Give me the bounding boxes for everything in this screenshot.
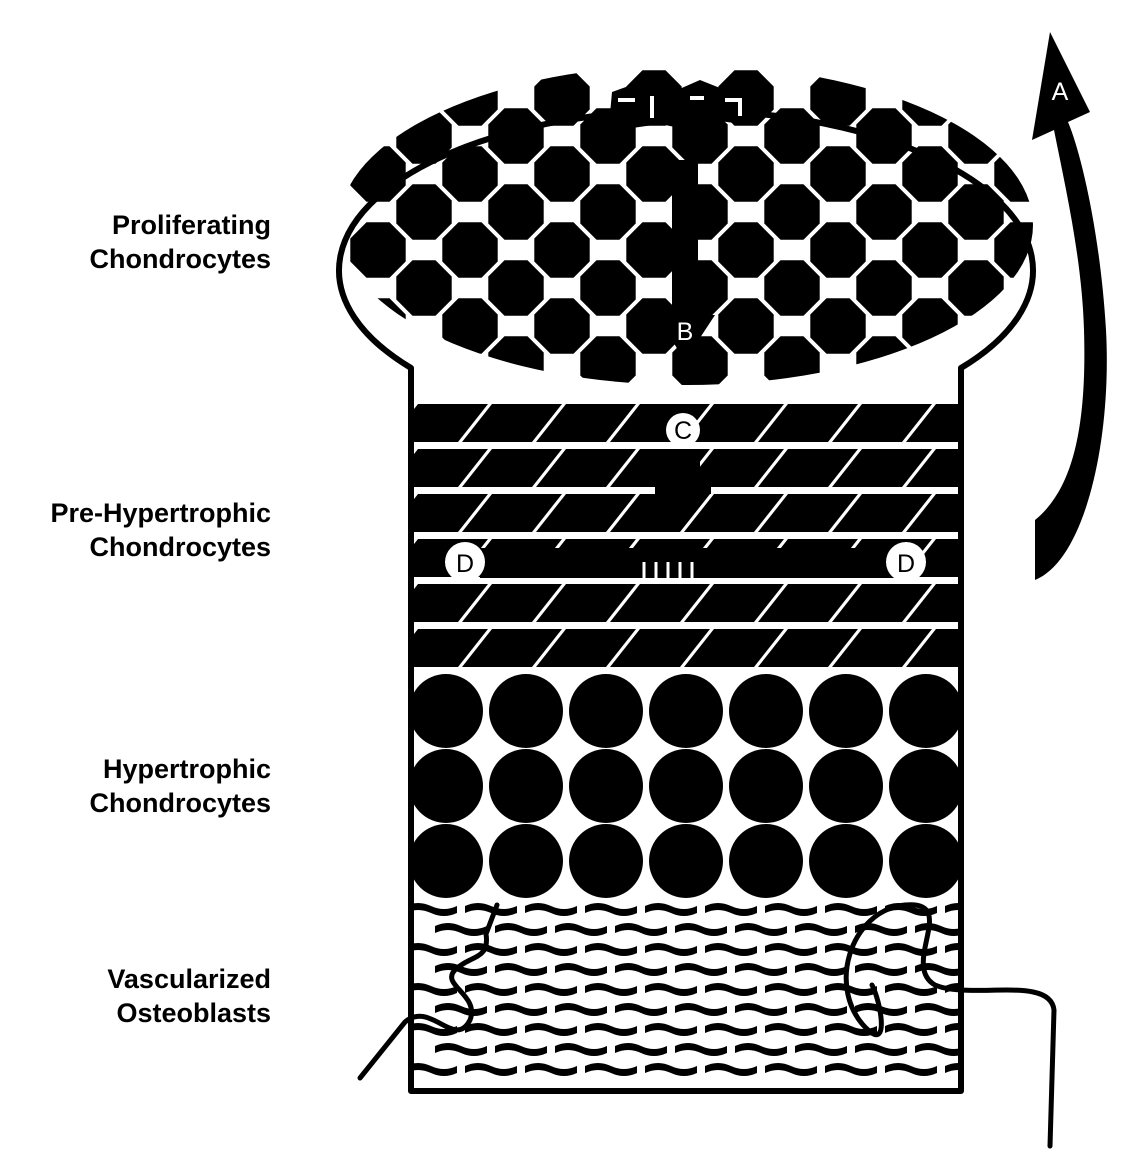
hypertrophic-cell xyxy=(889,824,963,898)
proliferating-cell xyxy=(902,70,957,125)
proliferating-cell xyxy=(534,298,589,353)
signal-band-icon xyxy=(480,548,900,578)
proliferating-cell xyxy=(350,146,405,201)
proliferating-cell xyxy=(856,260,911,315)
hypertrophic-cells xyxy=(409,674,963,898)
proliferating-cell xyxy=(718,146,773,201)
hypertrophic-cell xyxy=(649,824,723,898)
proliferating-cell xyxy=(810,70,865,125)
marker-d-left: D xyxy=(456,550,474,578)
proliferating-cell xyxy=(948,184,1003,239)
hypertrophic-cell xyxy=(809,674,883,748)
receptor-bar-icon xyxy=(655,480,711,494)
osteoblast-cell xyxy=(975,1003,1027,1016)
osteoblast-cell xyxy=(975,923,1027,936)
proliferating-cell xyxy=(1086,146,1123,201)
proliferating-cell xyxy=(764,108,819,163)
hypertrophic-cell xyxy=(649,674,723,748)
hypertrophic-cell xyxy=(569,824,643,898)
hypertrophic-cell xyxy=(409,674,483,748)
hypertrophic-cell xyxy=(569,674,643,748)
marker-d-right: D xyxy=(897,550,915,578)
proliferating-cell xyxy=(488,184,543,239)
marker-c: C xyxy=(674,417,692,445)
proliferating-cell xyxy=(948,108,1003,163)
osteoblast-cell xyxy=(975,1043,1027,1056)
osteoblast-layer xyxy=(405,903,1027,1076)
proliferating-cell xyxy=(396,108,451,163)
marker-a: A xyxy=(1052,78,1069,106)
marker-b: B xyxy=(677,318,694,346)
hypertrophic-cell xyxy=(489,674,563,748)
proliferating-cell xyxy=(810,298,865,353)
hypertrophic-cell xyxy=(489,749,563,823)
proliferating-cell xyxy=(396,260,451,315)
hypertrophic-cell xyxy=(409,824,483,898)
hypertrophic-cell xyxy=(489,824,563,898)
proliferating-cell xyxy=(764,184,819,239)
proliferating-cell xyxy=(350,70,405,125)
proliferating-cell xyxy=(994,146,1049,201)
proliferating-cell xyxy=(580,260,635,315)
proliferating-cell xyxy=(856,108,911,163)
proliferating-cell xyxy=(534,70,589,125)
hypertrophic-cell xyxy=(809,749,883,823)
proliferating-cell xyxy=(488,108,543,163)
proliferating-cell xyxy=(442,146,497,201)
proliferating-cell xyxy=(488,260,543,315)
proliferating-cell xyxy=(350,222,405,277)
proliferating-cell xyxy=(718,298,773,353)
hypertrophic-cell xyxy=(729,749,803,823)
proliferating-cell xyxy=(442,70,497,125)
proliferating-cell xyxy=(1086,70,1123,125)
proliferating-cell xyxy=(534,146,589,201)
proliferating-cell xyxy=(764,260,819,315)
proliferating-cell xyxy=(534,222,589,277)
proliferating-cell xyxy=(856,184,911,239)
proliferating-cell xyxy=(810,222,865,277)
hypertrophic-cell xyxy=(409,749,483,823)
osteoblast-cell xyxy=(975,963,1027,976)
pre-hypertrophic-cell xyxy=(980,629,1080,667)
proliferating-cell xyxy=(810,146,865,201)
proliferating-cell xyxy=(580,184,635,239)
proliferating-cell xyxy=(718,222,773,277)
proliferating-cell xyxy=(442,222,497,277)
hypertrophic-cell xyxy=(889,674,963,748)
proliferating-cell xyxy=(902,146,957,201)
proliferating-cell xyxy=(902,222,957,277)
hypertrophic-cell xyxy=(809,824,883,898)
hypertrophic-cell xyxy=(649,749,723,823)
proliferating-cell xyxy=(396,184,451,239)
pre-hypertrophic-cell xyxy=(980,404,1080,442)
hypertrophic-cell xyxy=(729,824,803,898)
hypertrophic-cell xyxy=(729,674,803,748)
receptor-stem-icon xyxy=(666,452,700,502)
pre-hypertrophic-cell xyxy=(980,584,1080,622)
hypertrophic-cell xyxy=(889,749,963,823)
feedback-arrow-icon xyxy=(1032,32,1107,580)
hypertrophic-cell xyxy=(569,749,643,823)
